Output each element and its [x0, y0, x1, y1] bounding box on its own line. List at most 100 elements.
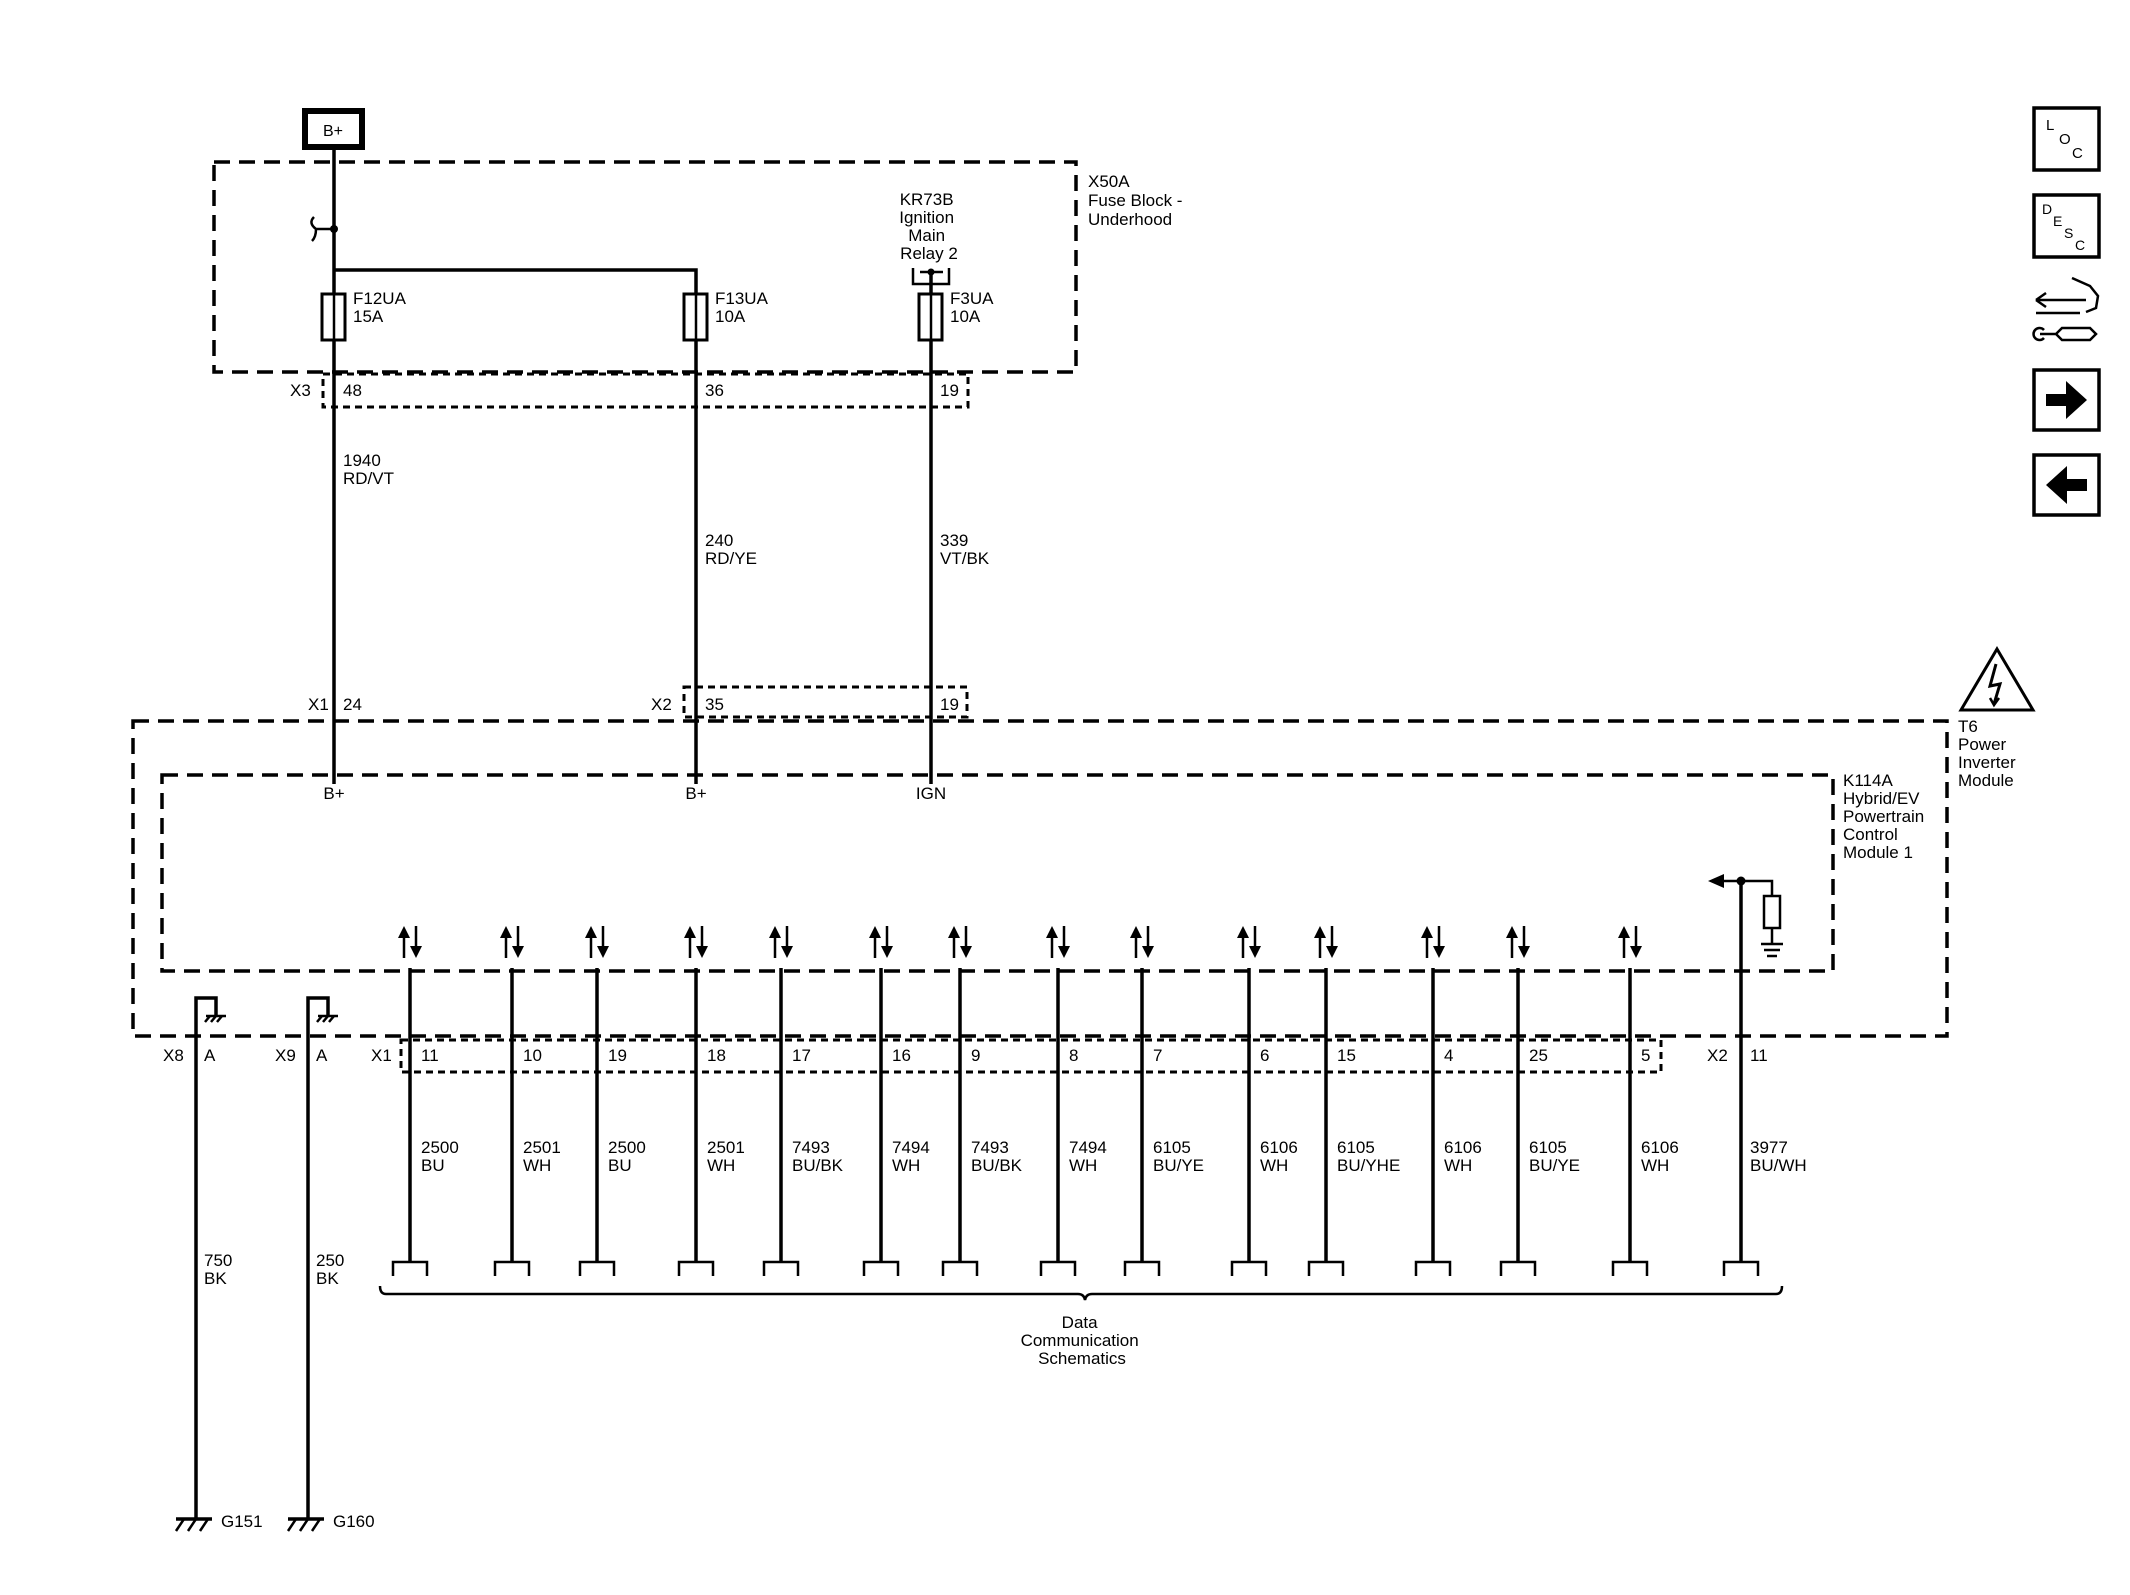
- data-line-pin: 17: [792, 1046, 811, 1065]
- ignition-relay-contact: [911, 268, 951, 286]
- signal-label: B+: [323, 784, 344, 803]
- signal-label: IGN: [916, 784, 946, 803]
- data-line-pin: 15: [1337, 1046, 1356, 1065]
- connector-label: X1: [371, 1046, 392, 1065]
- data-line-terminal: [1722, 1260, 1760, 1276]
- data-line-pin: 9: [971, 1046, 980, 1065]
- data-communication-brace: [378, 1285, 1784, 1301]
- desc-icon: D E S C: [2042, 201, 2085, 253]
- data-line-terminal: [1230, 1260, 1268, 1276]
- fuse-f13ua: F13UA 10A: [682, 289, 769, 342]
- bidirectional-arrow-icon: [948, 926, 972, 958]
- data-line-terminal: [1123, 1260, 1161, 1276]
- module-pin: 35: [705, 695, 724, 714]
- data-line-pin: 10: [523, 1046, 542, 1065]
- module-pin: 19: [940, 695, 959, 714]
- bidirectional-arrow-icon: [1506, 926, 1530, 958]
- data-line-pin: 11: [421, 1046, 439, 1065]
- data-line-pin: 19: [608, 1046, 627, 1065]
- connector-x1-bottom: [399, 1038, 1663, 1074]
- svg-text:G151: G151: [221, 1512, 263, 1531]
- data-line-pin: 25: [1529, 1046, 1548, 1065]
- ignition-relay-label: KR73B Ignition Main Relay 2: [899, 190, 959, 263]
- x2-signal-output: [1708, 874, 1783, 1262]
- bidirectional-arrow-icon: [500, 926, 524, 958]
- connector-repair-button[interactable]: [2032, 276, 2100, 342]
- chassis-ground-g160: G160: [286, 1512, 375, 1532]
- fuse-f12ua: F12UA 15A: [320, 289, 407, 342]
- svg-text:F12UA: F12UA: [353, 289, 407, 308]
- ground-pin: A: [204, 1046, 216, 1065]
- svg-text:L: L: [2046, 117, 2054, 134]
- data-line-pin: 7: [1153, 1046, 1162, 1065]
- svg-text:10A: 10A: [950, 307, 981, 326]
- data-line-terminal: [762, 1260, 800, 1276]
- bidirectional-arrow-icon: [1421, 926, 1445, 958]
- internal-ground-x8: [194, 996, 226, 1519]
- x3-pin: 48: [343, 381, 362, 400]
- power-source-label: B+: [323, 123, 343, 140]
- bidirectional-arrow-icon: [684, 926, 708, 958]
- svg-text:10A: 10A: [715, 307, 746, 326]
- connector-repair-icon: [2032, 276, 2100, 342]
- signal-label: B+: [685, 784, 706, 803]
- loc-icon: L O C: [2046, 117, 2083, 162]
- fuse-block-label: X50A Fuse Block - Underhood: [1088, 172, 1187, 229]
- next-page-button[interactable]: [2032, 368, 2101, 432]
- svg-text:O: O: [2059, 131, 2071, 148]
- svg-text:E: E: [2053, 213, 2062, 229]
- data-communication-label: Data Communication Schematics: [1021, 1313, 1144, 1368]
- arrow-right-icon: [2046, 381, 2087, 419]
- x2-pin: 11: [1750, 1046, 1768, 1065]
- wire-label: 1940 RD/VT: [343, 451, 394, 488]
- internal-ground-x9: [306, 996, 338, 1519]
- x3-pin: 36: [705, 381, 724, 400]
- svg-text:S: S: [2064, 225, 2073, 241]
- data-line-terminal: [941, 1260, 979, 1276]
- bidirectional-arrow-icon: [585, 926, 609, 958]
- bidirectional-arrow-icon: [1618, 926, 1642, 958]
- connector-x3-label: X3: [290, 381, 311, 400]
- desc-button[interactable]: D E S C: [2032, 193, 2101, 259]
- data-line-terminal: [578, 1260, 616, 1276]
- data-line-pin: 18: [707, 1046, 726, 1065]
- bidirectional-arrow-icon: [869, 926, 893, 958]
- power-inverter-module-label: T6 Power Inverter Module: [1958, 717, 2020, 790]
- loc-button[interactable]: L O C: [2032, 106, 2101, 172]
- data-line-terminal: [493, 1260, 531, 1276]
- bidirectional-arrow-icon: [1046, 926, 1070, 958]
- wire-label: 339 VT/BK: [940, 531, 990, 568]
- data-line-terminal: [1499, 1260, 1537, 1276]
- data-line-pin: 16: [892, 1046, 911, 1065]
- connector-label: X8: [163, 1046, 184, 1065]
- connector-label: X9: [275, 1046, 296, 1065]
- power-inverter-module-boundary: [131, 719, 1949, 1038]
- svg-text:F3UA: F3UA: [950, 289, 994, 308]
- x3-pin: 19: [940, 381, 959, 400]
- data-line-terminal: [1414, 1260, 1452, 1276]
- svg-text:F13UA: F13UA: [715, 289, 769, 308]
- previous-page-button[interactable]: [2032, 453, 2101, 517]
- ground-pin: A: [316, 1046, 328, 1065]
- data-line-pin: 5: [1641, 1046, 1650, 1065]
- data-line-terminal: [1611, 1260, 1649, 1276]
